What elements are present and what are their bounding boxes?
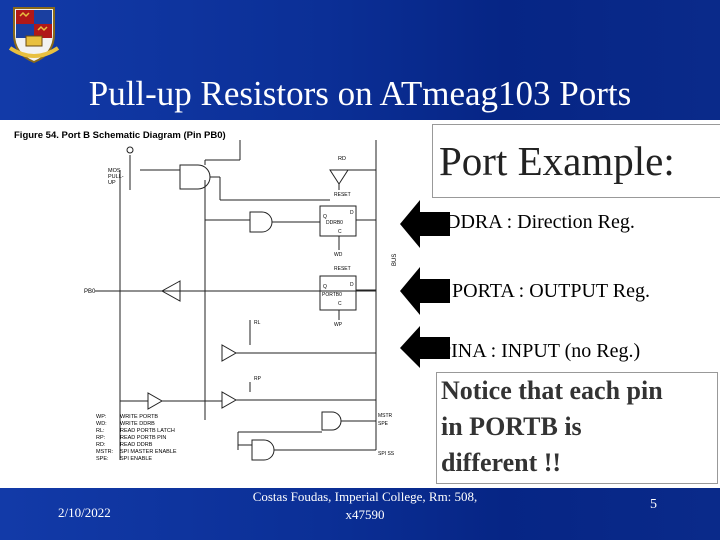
ddra-label: DDRA : Direction Reg. xyxy=(446,211,635,233)
ddra-arrow-icon xyxy=(400,200,450,248)
footer-author: Costas Foudas, Imperial College, Rm: 508… xyxy=(252,489,478,522)
porta-label: PORTA : OUTPUT Reg. xyxy=(452,280,650,302)
spi-ss-label: SPI SS xyxy=(378,451,395,457)
legend-key: SPE: xyxy=(96,456,109,462)
wd-label: WD xyxy=(334,252,343,258)
legend-value: READ DDRB xyxy=(120,442,153,448)
page-number: 5 xyxy=(650,497,657,512)
reset-label-1: RESET xyxy=(334,192,351,198)
callout-arrows xyxy=(400,200,450,368)
port-example-heading: Port Example: xyxy=(432,124,720,198)
pina-label: PINA : INPUT (no Reg.) xyxy=(440,340,641,362)
notice-line-3: different !! xyxy=(441,448,562,477)
rp-label: RP xyxy=(254,376,262,382)
ddrb0-label: DDRB0 xyxy=(326,220,343,226)
rl-label: RL xyxy=(254,320,261,326)
mos-pullup-label-3: UP xyxy=(108,180,116,186)
legend-key: RP: xyxy=(96,435,106,441)
porta-arrow-icon xyxy=(400,267,450,315)
portb0-label: PORTB0 xyxy=(322,292,342,298)
port-c-label: C xyxy=(338,301,342,307)
bus-label: BUS xyxy=(392,254,398,266)
legend-key: MSTR: xyxy=(96,449,114,455)
legend-value: WRITE PORTB xyxy=(120,414,158,420)
pb0-label: PB0 xyxy=(84,289,96,295)
legend-value: READ PORTB LATCH xyxy=(120,428,175,434)
port-q-label: Q xyxy=(323,284,327,290)
mos-pullup-label-2: PULL- xyxy=(108,174,124,180)
port-b-schematic: Figure 54. Port B Schematic Diagram (Pin… xyxy=(14,130,398,462)
legend-key: WP: xyxy=(96,414,107,420)
college-crest-logo xyxy=(8,7,60,64)
wp-label: WP xyxy=(334,322,343,328)
legend-key: RD: xyxy=(96,442,106,448)
notice-line-2: in PORTB is xyxy=(441,412,582,441)
mstr-label: MSTR xyxy=(378,413,393,419)
ddr-q-label: Q xyxy=(323,214,327,220)
legend-value: SPI MASTER ENABLE xyxy=(120,449,177,455)
reset-label-2: RESET xyxy=(334,266,351,272)
legend-value: SPI ENABLE xyxy=(120,456,152,462)
notice-line-1: Notice that each pin xyxy=(441,376,663,405)
legend-key: WD: xyxy=(96,421,107,427)
notice-box: Notice that each pin in PORTB is differe… xyxy=(436,372,718,484)
figure-caption: Figure 54. Port B Schematic Diagram (Pin… xyxy=(14,130,226,141)
spe-label: SPE xyxy=(378,421,389,427)
ddr-c-label: C xyxy=(338,229,342,235)
mos-pullup-label-1: MOS xyxy=(108,168,121,174)
footer-date: 2/10/2022 xyxy=(58,505,111,520)
legend-value: READ PORTB PIN xyxy=(120,435,166,441)
slide-title: Pull-up Resistors on ATmeag103 Ports xyxy=(88,74,632,113)
legend-value: WRITE DDRB xyxy=(120,421,155,427)
ddr-d-label: D xyxy=(350,210,354,216)
pina-arrow-icon xyxy=(400,326,450,368)
port-d-label: D xyxy=(350,282,354,288)
rd-label: RD xyxy=(338,156,346,162)
legend-key: RL: xyxy=(96,428,105,434)
